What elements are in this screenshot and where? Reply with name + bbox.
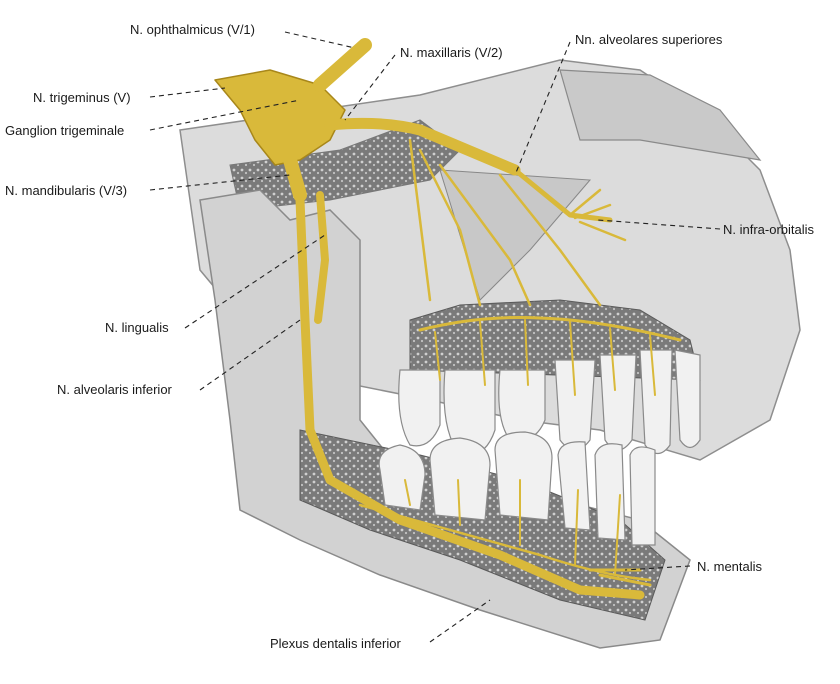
nerve-system: [214, 38, 682, 600]
maxillary-nerve: [324, 117, 521, 176]
label-plexus: Plexus dentalis inferior: [270, 636, 401, 651]
leader-lines: [149, 31, 721, 643]
orbit-rim: [559, 69, 762, 161]
label-maxillaris: N. maxillaris (V/2): [400, 45, 503, 60]
lower-teeth: [378, 431, 656, 546]
label-ganglion: Ganglion trigeminale: [5, 123, 125, 138]
upper-teeth: [398, 349, 701, 457]
label-alveolaris-inferior: N. alveolaris inferior: [57, 382, 172, 397]
label-alveolares-superiores: Nn. alveolares superiores: [575, 32, 723, 47]
label-mentalis: N. mentalis: [697, 559, 763, 574]
ophthalmic-nerve: [313, 38, 372, 92]
mandibular-nerve: [283, 153, 307, 202]
inferior-alveolar-nerve: [295, 195, 645, 600]
lingual-nerve: [314, 191, 329, 324]
label-lingualis: N. lingualis: [105, 320, 169, 335]
label-ophthalmicus: N. ophthalmicus (V/1): [130, 22, 255, 37]
trigeminal-ganglion: [214, 69, 346, 166]
label-infra-orbitalis: N. infra-orbitalis: [723, 222, 815, 237]
label-trigeminus: N. trigeminus (V): [33, 90, 131, 105]
label-mandibularis: N. mandibularis (V/3): [5, 183, 128, 198]
